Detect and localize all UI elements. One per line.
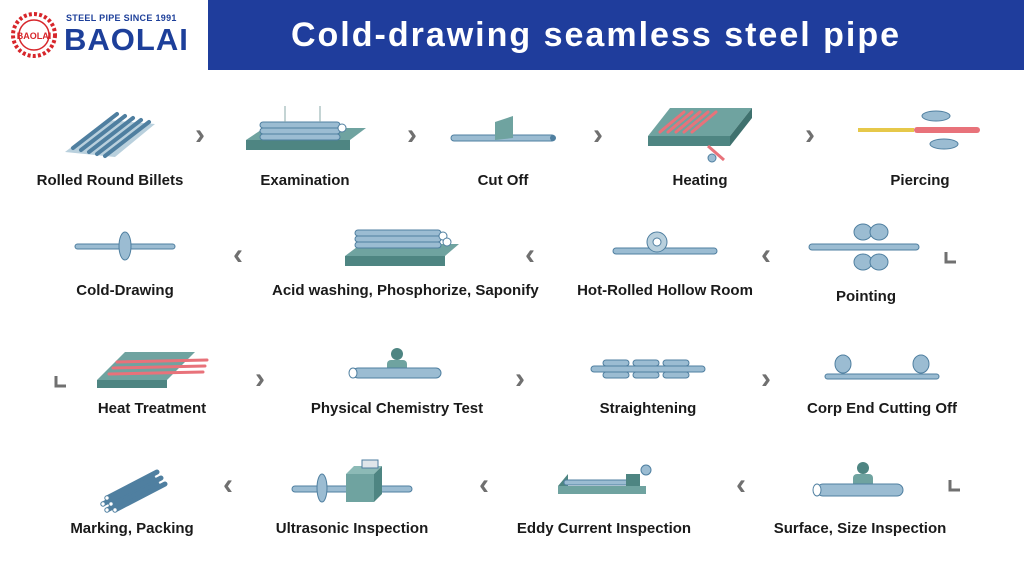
step-rolled-round-billets: Rolled Round Billets	[0, 102, 220, 189]
step-label: Ultrasonic Inspection	[275, 520, 429, 537]
step-label: Heating	[672, 172, 728, 189]
step-label: Surface, Size Inspection	[773, 520, 947, 537]
seal-text: BAOLAI	[17, 31, 52, 41]
step-label: Heat Treatment	[97, 400, 207, 417]
step-label: Piercing	[890, 172, 950, 189]
arrow-left-icon: ‹	[233, 238, 243, 271]
step-ultrasonic-inspection: Ultrasonic Inspection	[242, 458, 462, 537]
chemistry-test-icon	[348, 348, 442, 379]
pointing-icon	[808, 223, 920, 271]
arrow-right-icon: ›	[761, 362, 771, 395]
logo: BAOLAI STEEL PIPE SINCE 1991 BAOLAI	[0, 0, 208, 70]
header: BAOLAI STEEL PIPE SINCE 1991 BAOLAI Cold…	[0, 0, 1024, 70]
step-acid-washing: Acid washing, Phosphorize, Saponify	[272, 212, 539, 299]
packing-icon	[100, 469, 168, 513]
step-piercing: Piercing	[810, 102, 1024, 189]
step-label: Pointing	[836, 288, 896, 305]
heat-treatment-icon	[97, 352, 209, 388]
step-label: Acid washing, Phosphorize, Saponify	[272, 282, 539, 299]
arrow-left-icon: ‹	[525, 238, 535, 271]
step-corp-end-cutting-off: Corp End Cutting Off	[772, 340, 992, 417]
cold-drawing-icon	[74, 231, 176, 261]
step-label: Examination	[260, 172, 350, 189]
step-cut-off: Cut Off	[393, 102, 613, 189]
step-label: Corp End Cutting Off	[807, 400, 957, 417]
arrow-left-icon: ‹	[761, 238, 771, 271]
straightening-icon	[590, 359, 706, 379]
corner-arrow-icon	[944, 252, 956, 264]
logo-tagline: STEEL PIPE SINCE 1991	[66, 13, 177, 23]
step-hot-rolled-hollow-room: Hot-Rolled Hollow Room	[555, 212, 775, 299]
ultrasonic-icon	[291, 459, 413, 503]
piercing-icon	[858, 110, 980, 150]
step-straightening: Straightening	[538, 340, 758, 417]
step-label: Cold-Drawing	[76, 282, 174, 299]
hot-rolled-icon	[612, 231, 718, 255]
title-bar: Cold-drawing seamless steel pipe	[208, 0, 1024, 70]
step-marking-packing: Marking, Packing	[22, 460, 242, 537]
arrow-right-icon: ›	[805, 118, 815, 151]
page-title: Cold-drawing seamless steel pipe	[290, 16, 902, 54]
logo-seal-icon: BAOLAI	[11, 12, 57, 58]
step-label: Physical Chemistry Test	[310, 400, 484, 417]
acid-washing-icon	[345, 229, 459, 266]
corner-arrow-icon	[948, 480, 960, 492]
surface-inspection-icon	[812, 462, 904, 497]
corner-arrow-icon	[54, 376, 66, 388]
arrow-right-icon: ›	[255, 362, 265, 395]
step-pointing: Pointing	[756, 212, 976, 305]
arrow-right-icon: ›	[195, 118, 205, 151]
logo-name: BAOLAI	[64, 22, 189, 57]
step-heat-treatment: Heat Treatment	[42, 340, 262, 417]
step-label: Marking, Packing	[70, 520, 194, 537]
step-label: Straightening	[599, 400, 697, 417]
step-heating: Heating	[590, 102, 810, 189]
heating-icon	[648, 108, 752, 163]
step-surface-size-inspection: Surface, Size Inspection	[750, 460, 970, 537]
step-label: Hot-Rolled Hollow Room	[577, 282, 753, 299]
arrow-left-icon: ‹	[223, 468, 233, 501]
examination-icon	[246, 106, 366, 150]
arrow-right-icon: ›	[593, 118, 603, 151]
arrow-right-icon: ›	[515, 362, 525, 395]
step-eddy-current-inspection: Eddy Current Inspection	[494, 460, 714, 537]
billets-icon	[65, 112, 155, 158]
step-label: Rolled Round Billets	[36, 172, 184, 189]
step-examination: Examination	[195, 102, 415, 189]
end-cutting-icon	[824, 354, 940, 380]
step-label: Cut Off	[477, 172, 529, 189]
cut-off-icon	[450, 116, 556, 142]
arrow-right-icon: ›	[407, 118, 417, 151]
step-label: Eddy Current Inspection	[516, 520, 692, 537]
arrow-left-icon: ‹	[479, 468, 489, 501]
arrow-left-icon: ‹	[736, 468, 746, 501]
step-cold-drawing: Cold-Drawing	[15, 212, 235, 299]
step-physical-chemistry-test: Physical Chemistry Test	[287, 340, 507, 417]
eddy-current-icon	[558, 464, 652, 494]
